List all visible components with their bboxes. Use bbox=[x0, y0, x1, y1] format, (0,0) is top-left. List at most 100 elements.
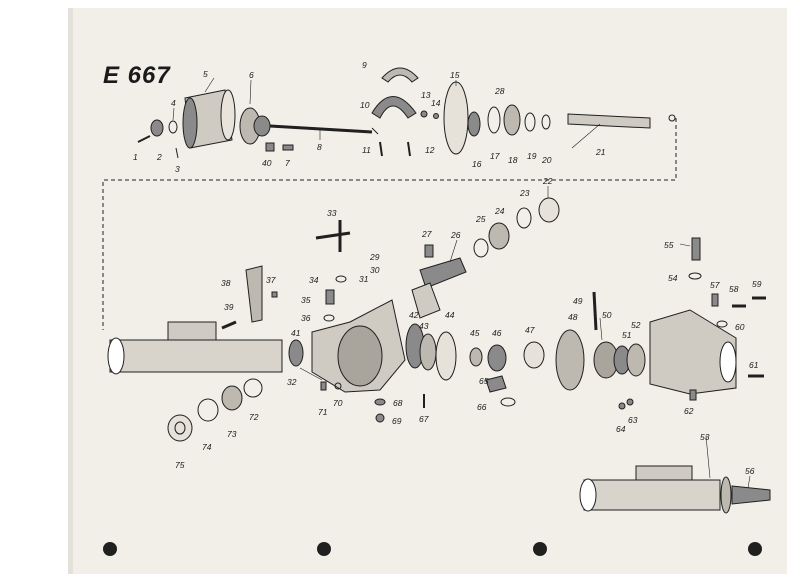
label-28: 28 bbox=[494, 86, 505, 96]
part-nut-63 bbox=[626, 398, 634, 406]
label-33: 33 bbox=[327, 208, 337, 218]
label-47: 47 bbox=[525, 325, 535, 335]
part-washer bbox=[168, 120, 178, 134]
label-51: 51 bbox=[622, 330, 632, 340]
label-32: 32 bbox=[287, 377, 297, 387]
label-27: 27 bbox=[421, 229, 432, 239]
label-55: 55 bbox=[664, 240, 674, 250]
part-seal-16 bbox=[467, 111, 481, 137]
part-cup-43 bbox=[419, 333, 437, 371]
part-ring-36 bbox=[323, 314, 335, 322]
part-bearing-73 bbox=[221, 385, 243, 411]
label-21: 21 bbox=[595, 147, 606, 157]
part-bearing-52 bbox=[626, 343, 646, 377]
label-68: 68 bbox=[393, 398, 403, 408]
punch-hole-4 bbox=[748, 542, 762, 556]
part-bolt-57 bbox=[711, 293, 719, 307]
label-26: 26 bbox=[450, 230, 461, 240]
label-40: 40 bbox=[262, 158, 272, 168]
part-bolt-71 bbox=[320, 381, 327, 391]
label-73: 73 bbox=[227, 429, 237, 439]
label-8: 8 bbox=[317, 142, 322, 152]
part-brake-lining bbox=[381, 67, 419, 83]
part-nut bbox=[150, 119, 164, 137]
label-52: 52 bbox=[631, 320, 641, 330]
label-74: 74 bbox=[202, 442, 212, 452]
label-60: 60 bbox=[735, 322, 745, 332]
label-50: 50 bbox=[602, 310, 612, 320]
part-bearing-24 bbox=[488, 222, 510, 250]
part-nut-64 bbox=[618, 402, 626, 410]
punch-hole-2 bbox=[317, 542, 331, 556]
label-10: 10 bbox=[360, 100, 370, 110]
part-ring-54 bbox=[688, 272, 702, 280]
label-45: 45 bbox=[470, 328, 480, 338]
part-gear-46 bbox=[487, 344, 507, 372]
label-3: 3 bbox=[175, 164, 180, 174]
part-pinion-26 bbox=[419, 257, 467, 289]
part-gear-47 bbox=[523, 341, 545, 369]
label-37: 37 bbox=[266, 275, 276, 285]
label-15: 15 bbox=[450, 70, 460, 80]
label-14: 14 bbox=[431, 98, 441, 108]
part-nut-37 bbox=[271, 291, 278, 298]
label-20: 20 bbox=[541, 155, 552, 165]
label-53: 53 bbox=[700, 432, 710, 442]
part-tool-33 bbox=[315, 220, 351, 252]
label-69: 69 bbox=[392, 416, 402, 426]
label-7: 7 bbox=[285, 158, 290, 168]
part-bolt-39 bbox=[221, 320, 237, 330]
label-71: 71 bbox=[318, 407, 328, 417]
label-2: 2 bbox=[156, 152, 162, 162]
part-axle-stub-56 bbox=[731, 485, 771, 505]
part-spring-1 bbox=[137, 135, 151, 143]
part-ring-22 bbox=[538, 197, 560, 223]
label-72: 72 bbox=[249, 412, 259, 422]
part-ring-25 bbox=[473, 238, 489, 258]
label-16: 16 bbox=[472, 159, 482, 169]
part-number-labels: 1 2 3 4 5 6 7 8 9 10 11 12 13 14 15 16 1… bbox=[133, 60, 762, 476]
label-30: 30 bbox=[370, 265, 380, 275]
part-bolt-35 bbox=[325, 289, 335, 305]
part-axle-shaft bbox=[269, 124, 373, 134]
label-58: 58 bbox=[729, 284, 739, 294]
part-gear-65 bbox=[485, 375, 507, 393]
label-35: 35 bbox=[301, 295, 311, 305]
part-ring-gear-48 bbox=[555, 329, 585, 391]
punch-hole-1 bbox=[103, 542, 117, 556]
part-ring-23 bbox=[516, 207, 532, 229]
part-ring-20 bbox=[541, 114, 551, 130]
part-gear-45 bbox=[469, 347, 483, 367]
label-29: 29 bbox=[369, 252, 380, 262]
part-ring-17 bbox=[487, 106, 501, 134]
label-41: 41 bbox=[291, 328, 301, 338]
label-48: 48 bbox=[568, 312, 578, 322]
part-lever-38 bbox=[245, 265, 263, 323]
label-44: 44 bbox=[445, 310, 455, 320]
part-bolt-40 bbox=[265, 142, 275, 152]
label-65: 65 bbox=[479, 376, 489, 386]
label-43: 43 bbox=[419, 321, 429, 331]
part-gear-44 bbox=[435, 331, 457, 381]
part-brake-shoe bbox=[371, 96, 417, 119]
label-38: 38 bbox=[221, 278, 231, 288]
part-spring-11 bbox=[379, 141, 383, 157]
part-pin-49 bbox=[592, 291, 598, 331]
assembly-guide-line bbox=[102, 118, 677, 330]
label-13: 13 bbox=[421, 90, 431, 100]
label-63: 63 bbox=[628, 415, 638, 425]
part-ring-68 bbox=[374, 398, 386, 406]
part-breather-55 bbox=[691, 237, 701, 261]
part-plug-27 bbox=[424, 244, 434, 258]
label-66: 66 bbox=[477, 402, 487, 412]
part-ring-74 bbox=[197, 398, 219, 422]
part-housing-right bbox=[649, 309, 737, 395]
label-36: 36 bbox=[301, 313, 311, 323]
label-11: 11 bbox=[362, 145, 371, 155]
label-59: 59 bbox=[752, 279, 762, 289]
label-1: 1 bbox=[133, 152, 138, 162]
label-46: 46 bbox=[492, 328, 502, 338]
label-6: 6 bbox=[249, 70, 254, 80]
label-39: 39 bbox=[224, 302, 234, 312]
